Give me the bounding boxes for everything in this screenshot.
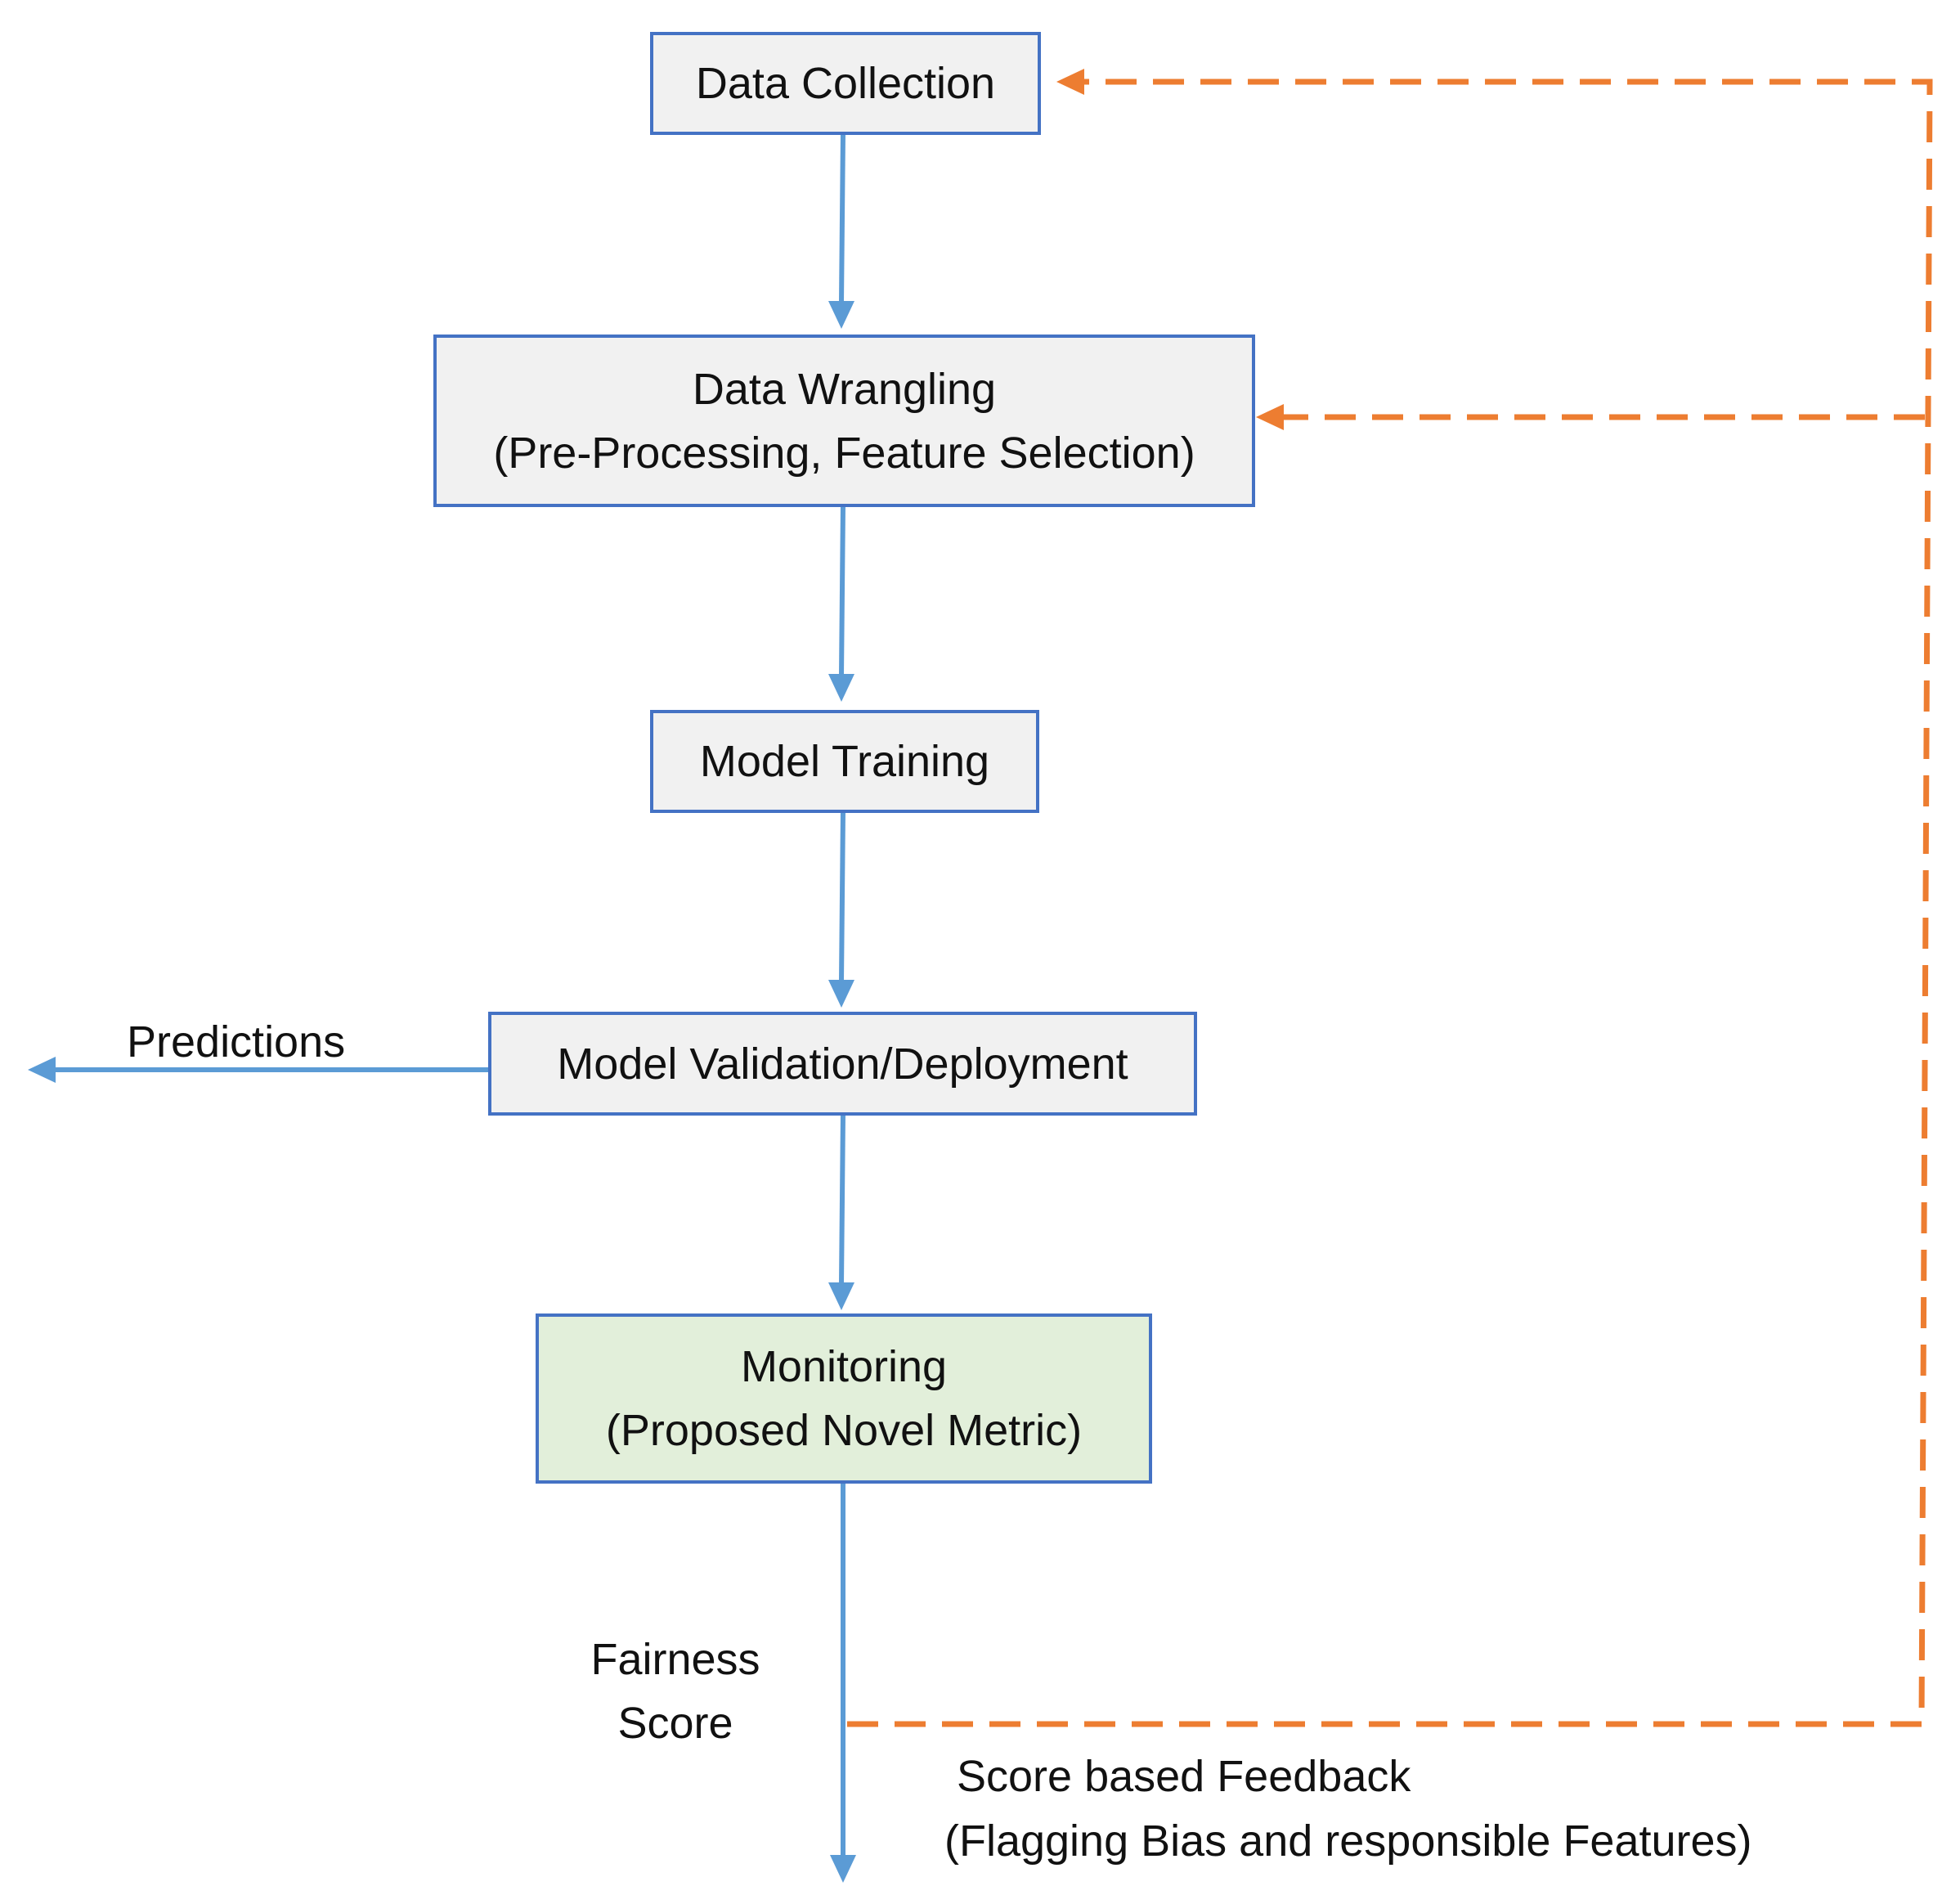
label-predictions: Predictions [127,1017,346,1067]
node-monitoring-subtitle: (Proposed Novel Metric) [605,1406,1083,1455]
node-data-collection: Data Collection [650,32,1041,135]
node-data-wrangling-subtitle: (Pre-Processing, Feature Selection) [493,428,1195,478]
arrow-training-to-validation [839,811,845,982]
arrowhead-monitoring [828,1282,854,1310]
feedback-arrowhead-wrangling [1256,404,1284,430]
arrowhead-output [830,1855,856,1883]
node-data-collection-title: Data Collection [695,59,996,108]
node-model-validation-title: Model Validation/Deployment [557,1039,1128,1089]
node-model-training-title: Model Training [699,737,990,786]
feedback-arrowhead-collection [1056,69,1084,95]
label-feedback-line2: (Flagging Bias and responsible Features) [944,1816,1752,1866]
feedback-loop-path [847,79,1933,1727]
node-monitoring: Monitoring (Proposed Novel Metric) [536,1313,1152,1484]
node-monitoring-title: Monitoring [740,1342,948,1391]
label-feedback-line1: Score based Feedback [957,1752,1411,1801]
label-fairness-score-line2: Score [617,1699,733,1748]
label-fairness-score-line1: Fairness [590,1635,760,1684]
arrow-wrangling-to-training [839,505,845,676]
arrowhead-validation [828,980,854,1008]
arrowhead-training [828,674,854,702]
node-data-wrangling-title: Data Wrangling [692,364,997,414]
node-model-training: Model Training [650,710,1039,813]
arrowhead-wrangling [828,301,854,329]
arrow-collection-to-wrangling [839,132,845,303]
node-data-wrangling: Data Wrangling (Pre-Processing, Feature … [433,335,1255,507]
node-model-validation: Model Validation/Deployment [488,1012,1197,1116]
arrowhead-predictions [28,1057,56,1083]
arrow-validation-to-monitoring [839,1113,845,1285]
